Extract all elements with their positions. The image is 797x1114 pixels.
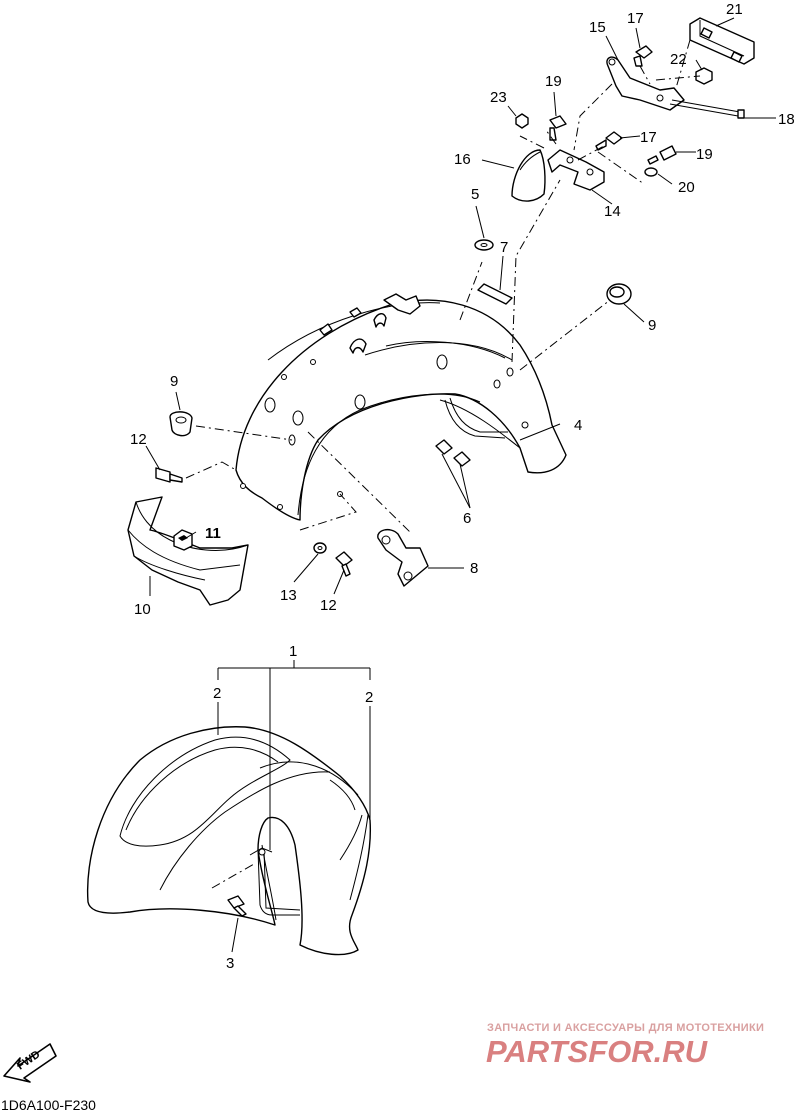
callout-2-right: 2 [365, 689, 373, 706]
bracket-14 [547, 149, 605, 191]
clip-6 [435, 439, 471, 467]
callout-17-middle: 17 [640, 129, 657, 146]
nut-22 [695, 67, 713, 85]
light-21 [689, 17, 755, 65]
callout-14: 14 [604, 203, 621, 220]
strip-7 [477, 283, 513, 305]
callout-23: 23 [490, 89, 507, 106]
watermark-tagline: ЗАПЧАСТИ И АКСЕССУАРЫ ДЛЯ МОТОТЕХНИКИ [487, 1022, 764, 1034]
callout-19-top: 19 [545, 73, 562, 90]
bracket-8 [377, 528, 429, 587]
callout-5: 5 [471, 186, 479, 203]
grommet-9-right [606, 283, 632, 305]
bolt-19-top [549, 115, 567, 141]
bolt-17-top [633, 45, 653, 67]
screw-12-left [155, 467, 183, 483]
washer-13 [313, 542, 327, 554]
callout-7: 7 [500, 239, 508, 256]
front-fender [86, 726, 372, 956]
watermark: ЗАПЧАСТИ И АКСЕССУАРЫ ДЛЯ МОТОТЕХНИКИ PA… [486, 1022, 764, 1069]
washer-5 [474, 239, 494, 251]
leader-lines [145, 17, 776, 953]
callout-12-left: 12 [130, 431, 147, 448]
callout-20: 20 [678, 179, 695, 196]
grommet-9-left [169, 411, 193, 437]
callouts: 1 2 2 3 4 5 6 7 8 9 9 10 11 12 12 13 14 … [130, 1, 795, 972]
bolt-19-right [647, 145, 677, 165]
callout-10: 10 [134, 601, 151, 618]
callout-16: 16 [454, 151, 471, 168]
callout-2-left: 2 [213, 685, 221, 702]
reflector-16 [511, 149, 546, 202]
callout-1: 1 [289, 643, 297, 660]
watermark-logo: PARTSFOR.RU [486, 1034, 709, 1069]
callout-21: 21 [726, 1, 743, 18]
callout-3: 3 [226, 955, 234, 972]
callout-22: 22 [670, 51, 687, 68]
diagram-code: 1D6A100-F230 [1, 1097, 96, 1113]
nut-11 [173, 529, 193, 551]
callout-17-top: 17 [627, 10, 644, 27]
rear-flap [127, 496, 249, 606]
callout-15: 15 [589, 19, 606, 36]
washer-20 [644, 167, 658, 177]
rear-fender [235, 293, 567, 521]
bolt-3 [227, 895, 247, 917]
assembly-lines [185, 39, 701, 889]
fwd-arrow: FWD [3, 1043, 57, 1083]
callout-19-right: 19 [696, 146, 713, 163]
callout-18: 18 [778, 111, 795, 128]
callout-4: 4 [574, 417, 582, 434]
nut-23 [515, 113, 529, 129]
callout-11: 11 [205, 525, 221, 542]
callout-6: 6 [463, 510, 471, 527]
screw-12-bottom [335, 551, 353, 577]
callout-8: 8 [470, 560, 478, 577]
bolt-17-middle [595, 131, 623, 151]
callout-9-right: 9 [648, 317, 656, 334]
callout-12-bottom: 12 [320, 597, 337, 614]
callout-13: 13 [280, 587, 297, 604]
callout-9-left: 9 [170, 373, 178, 390]
